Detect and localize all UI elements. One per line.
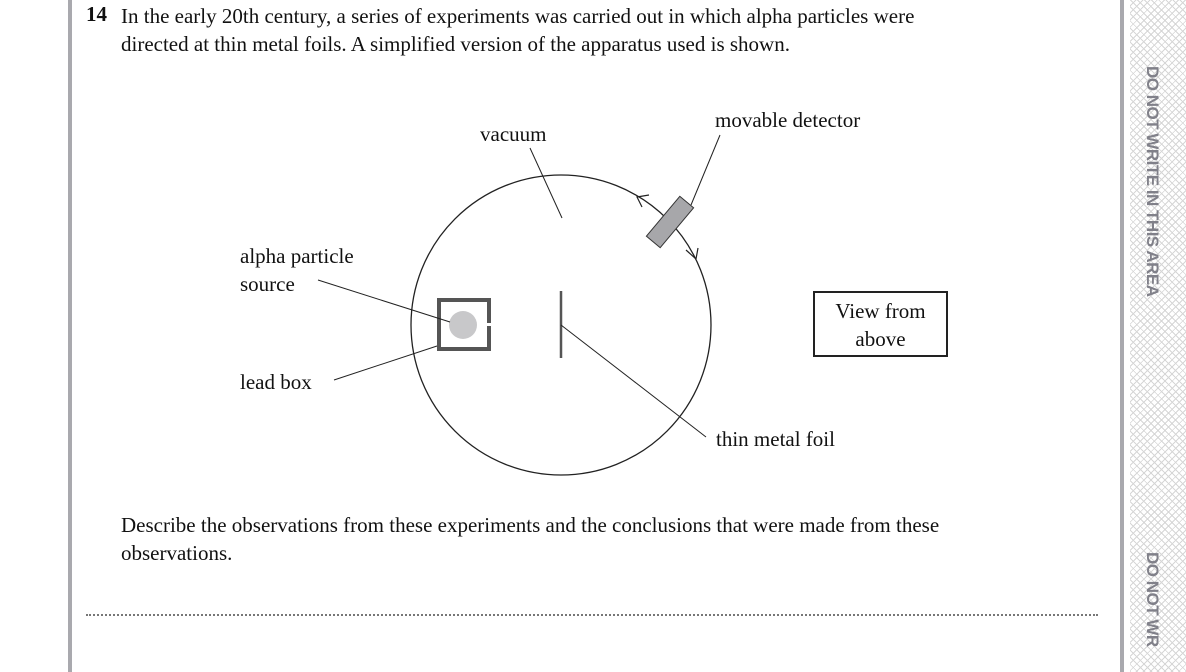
lead-box [437,298,491,351]
arrow-down-icon [685,247,699,261]
question-text: In the early 20th century, a series of e… [121,4,915,56]
question-number: 14 [86,2,107,26]
label-lead-box: lead box [240,370,312,394]
detector-leader [690,134,721,206]
margin-warning: DO NOT WRITE IN THIS AREA [1143,66,1162,297]
vacuum-leader [529,147,563,219]
view-line-1: View from [835,299,926,323]
label-alpha-source-1: alpha particle [240,244,354,268]
foil-leader [560,324,707,438]
label-alpha-source-2: source [240,272,295,296]
movable-detector [645,195,695,249]
question-prompt: Describe the observations from these exp… [121,513,940,565]
view-from-above-box: View from above [813,291,948,357]
label-vacuum: vacuum [480,122,547,146]
vacuum-chamber [410,174,712,476]
no-write-margin [1130,0,1186,672]
margin-warning-2: DO NOT WR [1143,552,1162,647]
alpha-source [449,311,477,339]
answer-line[interactable] [86,614,1098,616]
leadbox-leader [333,345,438,381]
label-movable-detector: movable detector [715,108,861,132]
view-line-2: above [855,327,906,351]
source-leader [317,279,451,323]
right-margin-border [1120,0,1124,672]
arrow-up-icon [636,194,650,208]
left-margin-border [68,0,72,672]
label-thin-metal-foil: thin metal foil [716,427,835,451]
